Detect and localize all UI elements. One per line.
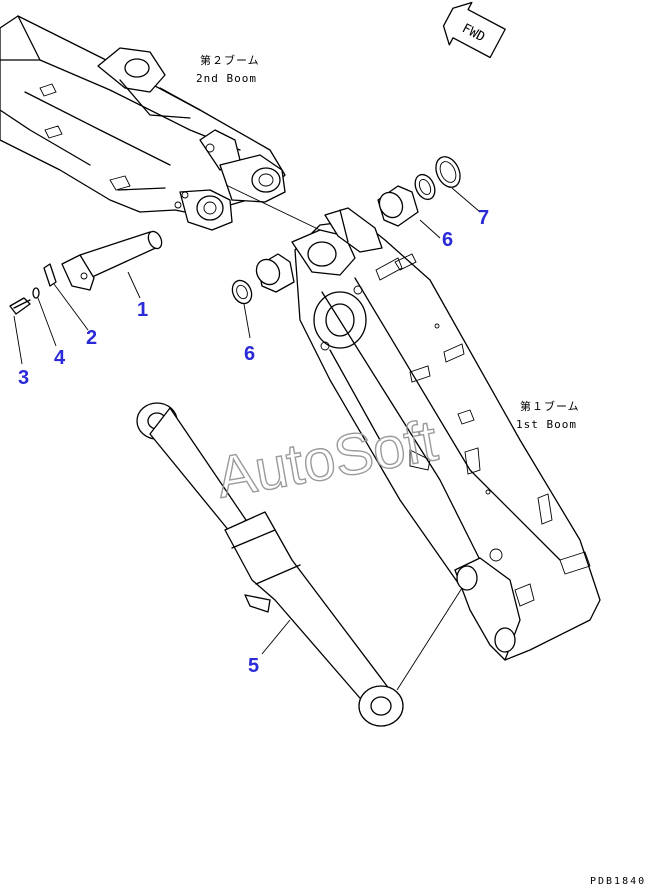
bushing-upper bbox=[377, 185, 419, 227]
lock-plate-part-2 bbox=[43, 263, 57, 287]
washer-6-upper bbox=[414, 173, 436, 201]
callout-1: 1 bbox=[137, 299, 148, 321]
boom-cylinder-part-5 bbox=[136, 402, 404, 727]
callout-5: 5 bbox=[248, 655, 259, 677]
callout-3: 3 bbox=[18, 367, 29, 389]
drawing-code: PDB1840 bbox=[590, 876, 646, 887]
callout-6-lower: 6 bbox=[244, 343, 255, 365]
second-boom-label-en: 2nd Boom bbox=[196, 72, 257, 85]
second-boom bbox=[0, 15, 286, 231]
first-boom bbox=[291, 207, 601, 661]
washer-7 bbox=[435, 156, 461, 188]
callout-7: 7 bbox=[478, 207, 489, 229]
washer-6-lower bbox=[231, 279, 253, 305]
leader-lines bbox=[13, 184, 481, 691]
first-boom-label-jp: 第１ブーム bbox=[520, 399, 580, 413]
callout-6-upper: 6 bbox=[442, 229, 453, 251]
pin-part-1 bbox=[61, 230, 163, 291]
second-boom-label-jp: 第２ブーム bbox=[200, 53, 260, 67]
fwd-arrow-icon: FWD bbox=[442, 1, 506, 59]
washer-part-4 bbox=[32, 287, 40, 299]
first-boom-label-en: 1st Boom bbox=[516, 418, 577, 431]
callout-2: 2 bbox=[86, 327, 97, 349]
bolt-part-3 bbox=[9, 297, 31, 315]
callout-4: 4 bbox=[54, 347, 66, 369]
bushing-lower bbox=[255, 253, 295, 293]
